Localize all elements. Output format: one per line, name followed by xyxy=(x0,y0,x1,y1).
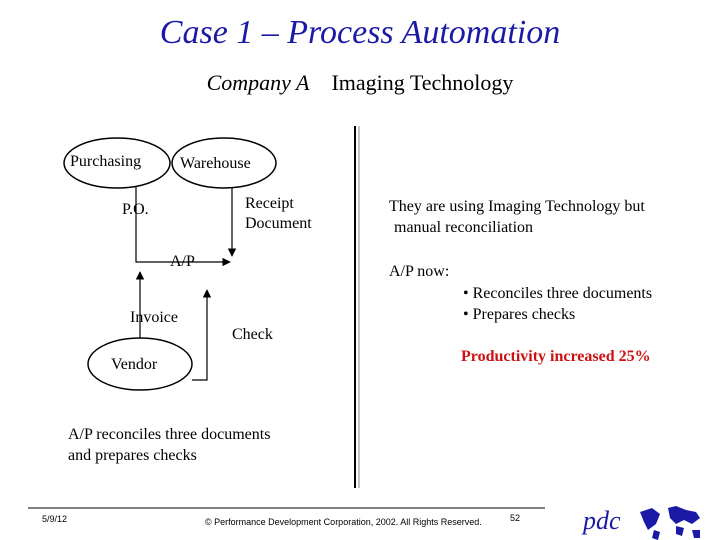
node-check: Check xyxy=(232,326,273,343)
node-ap: A/P xyxy=(170,253,195,270)
world-map-icon xyxy=(640,506,700,540)
slide-subtitle: Company A Imaging Technology xyxy=(0,70,720,96)
purchasing-oval xyxy=(63,137,171,189)
check-arrow xyxy=(192,289,212,381)
footer-page-number: 52 xyxy=(510,513,521,523)
node-po: P.O. xyxy=(122,201,149,218)
po-arrow xyxy=(135,187,231,267)
productivity-note: Productivity increased 25% xyxy=(461,348,651,365)
ap-now-heading: A/P now: xyxy=(389,263,450,280)
bullet-glyph: • xyxy=(463,285,469,302)
bullet-item-1: • Reconciles three documents xyxy=(463,285,652,303)
node-purchasing: Purchasing xyxy=(70,153,142,170)
warehouse-oval xyxy=(171,137,277,189)
bullet-glyph: • xyxy=(463,306,469,323)
right-line1: They are using Imaging Technology but xyxy=(389,198,645,215)
bullet-text: Reconciles three documents xyxy=(472,285,653,302)
node-vendor: Vendor xyxy=(111,356,158,373)
node-receipt-line2: Document xyxy=(245,215,312,232)
footer-copyright: © Performance Development Corporation, 2… xyxy=(205,517,482,527)
pdc-logo: pdc xyxy=(583,506,621,535)
footer-date: 5/9/12 xyxy=(42,514,68,524)
right-line2: manual reconciliation xyxy=(394,219,534,236)
slide-title: Case 1 – Process Automation xyxy=(159,14,561,51)
node-invoice: Invoice xyxy=(130,309,178,326)
node-receipt-line1: Receipt xyxy=(245,195,294,212)
diagram-caption-line1: A/P reconciles three documents xyxy=(68,426,271,443)
node-warehouse: Warehouse xyxy=(180,155,251,172)
subtitle-topic: Imaging Technology xyxy=(331,70,514,95)
bullet-text: Prepares checks xyxy=(472,306,576,323)
subtitle-company: Company A xyxy=(206,70,310,95)
bullet-item-2: • Prepares checks xyxy=(463,306,575,324)
diagram-caption-line2: and prepares checks xyxy=(68,447,197,464)
